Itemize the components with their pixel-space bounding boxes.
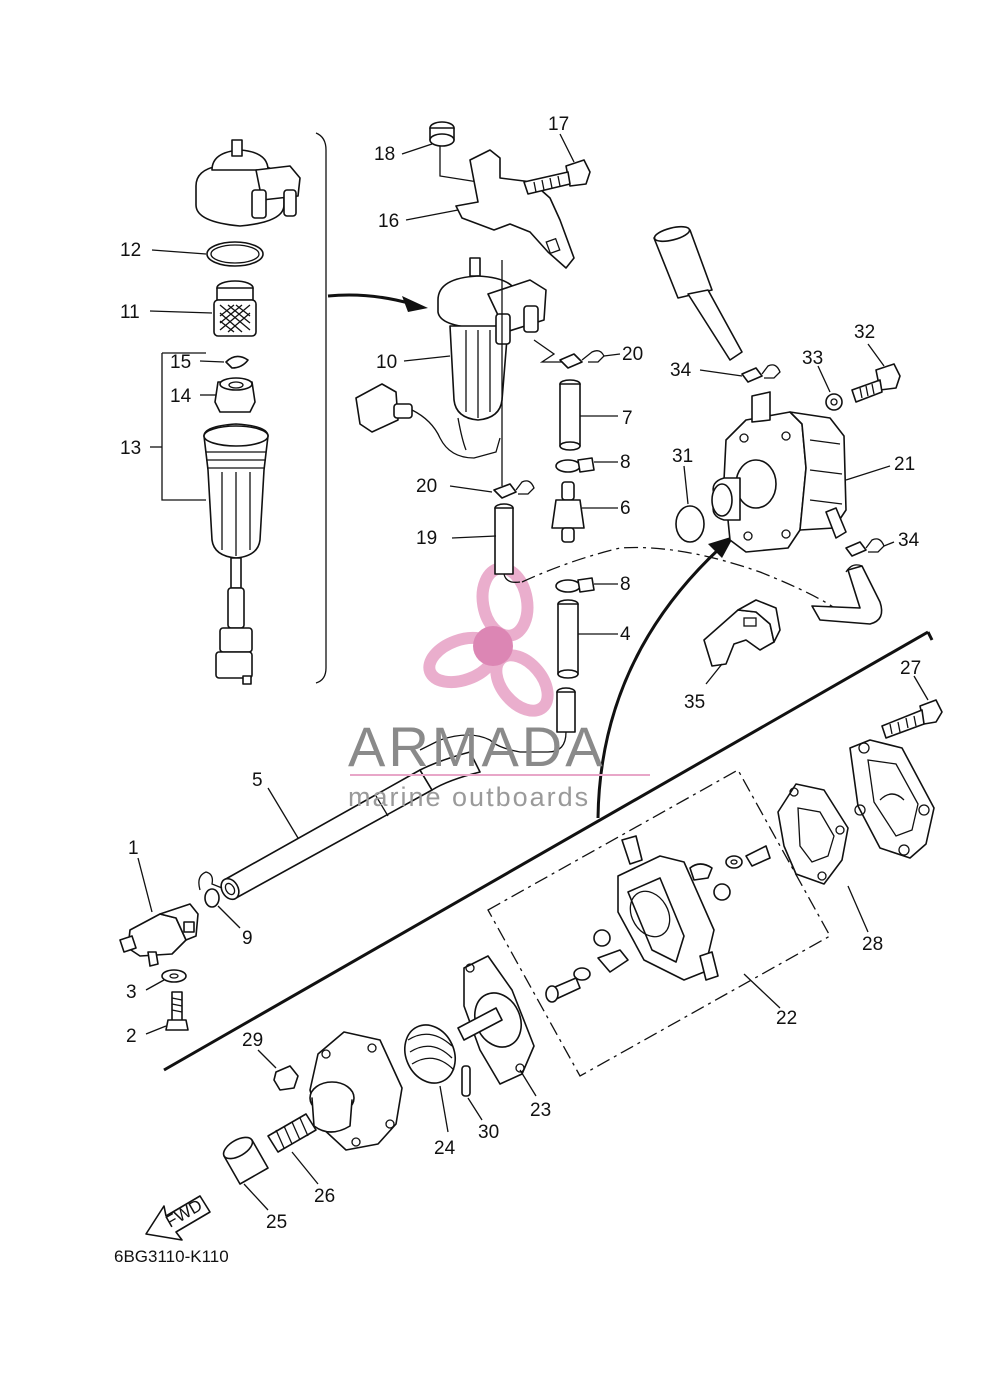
callout-4: 4: [620, 624, 631, 645]
armada-logo: [423, 562, 554, 717]
callout-35: 35: [684, 692, 705, 713]
clip-20-mid: [493, 483, 517, 499]
callout-5: 5: [252, 770, 263, 791]
joint-6: [551, 481, 585, 543]
nut-18: [429, 121, 455, 147]
callout-9: 9: [242, 928, 253, 949]
callout-10: 10: [376, 352, 397, 373]
callout-20-mid: 20: [416, 476, 437, 497]
clip-20-top: [559, 353, 583, 369]
diaphragm-23: [457, 955, 535, 1085]
o-ring-12: [206, 241, 264, 267]
separator-line: [163, 630, 929, 1072]
watermark-rule: [350, 774, 650, 776]
logo-hub: [473, 626, 513, 666]
washer-3: [161, 969, 187, 983]
callout-25: 25: [266, 1212, 287, 1233]
filter-head: [195, 139, 301, 227]
bolt-32: [851, 363, 901, 403]
bracket-line: [315, 132, 327, 684]
callout-14: 14: [170, 386, 192, 407]
callout-23: 23: [530, 1100, 551, 1121]
clip-9: [198, 871, 223, 891]
hose-4: [557, 599, 579, 679]
washer-33: [825, 393, 843, 411]
watermark-tagline: marine outboards: [348, 782, 590, 812]
fitting-1: [119, 903, 199, 967]
callout-31: 31: [672, 446, 693, 467]
callout-34-bottom: 34: [898, 530, 920, 551]
callout-33: 33: [802, 348, 823, 369]
callout-24: 24: [434, 1138, 456, 1159]
callout-21: 21: [894, 454, 915, 475]
bolt-27: [881, 699, 943, 739]
spring-24: [404, 1024, 456, 1084]
cover-plate: [849, 739, 935, 859]
o-ring-31: [675, 505, 705, 543]
callout-1: 1: [128, 838, 139, 859]
pump-base: [309, 1031, 403, 1151]
drawing-code: 6BG3110-K110: [114, 1247, 229, 1266]
fwd-arrow: FWD: [145, 1195, 211, 1241]
callout-30: 30: [478, 1122, 499, 1143]
callout-27: 27: [900, 658, 921, 679]
hose-5: [220, 751, 481, 901]
valve-body: [617, 835, 719, 981]
callout-12: 12: [120, 240, 141, 261]
fuel-pump-21: [711, 391, 847, 553]
bracket-16: [455, 149, 575, 269]
watermark: ARMADA marine outboards: [348, 715, 650, 812]
plunger-25: [222, 1136, 269, 1185]
pushrod: [653, 225, 743, 361]
valve-parts: [545, 845, 771, 1003]
kit-boundary-22: [487, 769, 831, 1077]
clip-34-top: [741, 367, 763, 383]
callout-19: 19: [416, 528, 437, 549]
callout-labels: 1 2 3 4 5 6 7 8 8 9 10 11 12 13 14 15 16…: [120, 114, 921, 1233]
gasket-28: [777, 783, 849, 885]
callout-34-top: 34: [670, 360, 692, 381]
hose-lower: [419, 687, 576, 753]
hose-19: [494, 503, 521, 583]
callout-6: 6: [620, 498, 631, 519]
callout-20-top: 20: [622, 344, 643, 365]
callout-8-top: 8: [620, 452, 631, 473]
callout-3: 3: [126, 982, 137, 1003]
spring-26: [267, 1113, 317, 1153]
callout-29: 29: [242, 1030, 263, 1051]
pin-30: [461, 1065, 471, 1097]
callout-26: 26: [314, 1186, 335, 1207]
callout-16: 16: [378, 211, 399, 232]
clip-34-bottom: [845, 541, 867, 557]
nut-29: [273, 1065, 299, 1091]
callout-22: 22: [776, 1008, 797, 1029]
watermark-brand: ARMADA: [348, 715, 606, 778]
callout-2: 2: [126, 1026, 137, 1047]
bolt-17: [523, 159, 591, 195]
hose-pump-outlet: [811, 564, 883, 625]
callout-13: 13: [120, 438, 141, 459]
callout-18: 18: [374, 144, 395, 165]
callout-17: 17: [548, 114, 569, 135]
clamp-35: [703, 599, 781, 667]
clamp-8-bottom: [555, 577, 595, 593]
nut-14: [214, 377, 256, 413]
callout-28: 28: [862, 934, 883, 955]
clip-15: [225, 355, 249, 369]
filter-cup-13: [203, 423, 269, 685]
hose-7: [559, 379, 581, 451]
callout-11: 11: [120, 302, 140, 323]
callout-8-bottom: 8: [620, 574, 631, 595]
clamp-8-top: [555, 457, 595, 473]
callout-7: 7: [622, 408, 633, 429]
callout-32: 32: [854, 322, 875, 343]
bolt-2: [165, 991, 189, 1031]
filter-element-11: [213, 280, 257, 337]
callout-15: 15: [170, 352, 191, 373]
